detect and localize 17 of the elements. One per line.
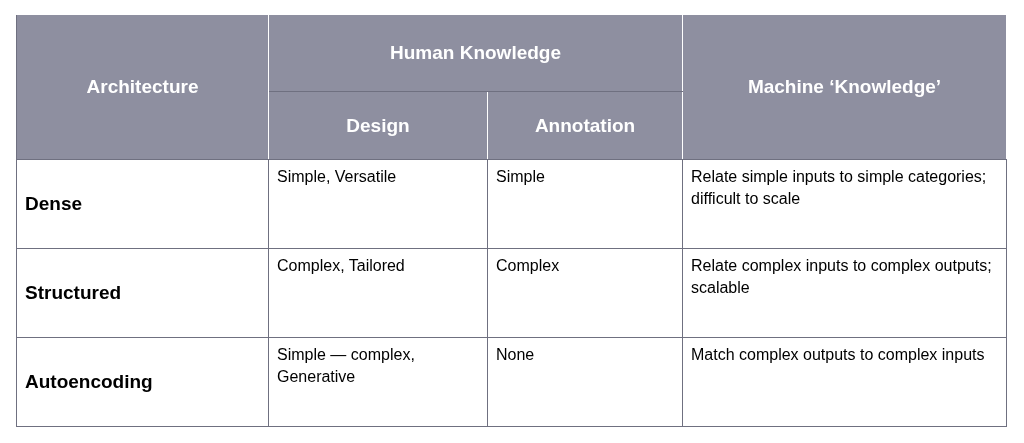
table-cell: Simple, Versatile xyxy=(268,159,488,249)
column-header: Architecture xyxy=(16,14,269,160)
row-header: Structured xyxy=(16,248,269,338)
column-header: Annotation xyxy=(487,91,683,160)
table-cell: Complex, Tailored xyxy=(268,248,488,338)
table-cell: Complex xyxy=(487,248,683,338)
column-header: Design xyxy=(268,91,488,160)
row-header: Autoencoding xyxy=(16,337,269,427)
table-cell: Match complex outputs to complex inputs xyxy=(682,337,1007,427)
table-cell: Relate complex inputs to complex outputs; scalable xyxy=(682,248,1007,338)
row-header: Dense xyxy=(16,159,269,249)
table-cell: Relate simple inputs to simple categories; difficult to scale xyxy=(682,159,1007,249)
column-header: Human Knowledge xyxy=(268,14,683,92)
table-cell: Simple — complex, Generative xyxy=(268,337,488,427)
table-cell: Simple xyxy=(487,159,683,249)
table-cell: None xyxy=(487,337,683,427)
column-header: Machine ‘Knowledge’ xyxy=(682,14,1007,160)
